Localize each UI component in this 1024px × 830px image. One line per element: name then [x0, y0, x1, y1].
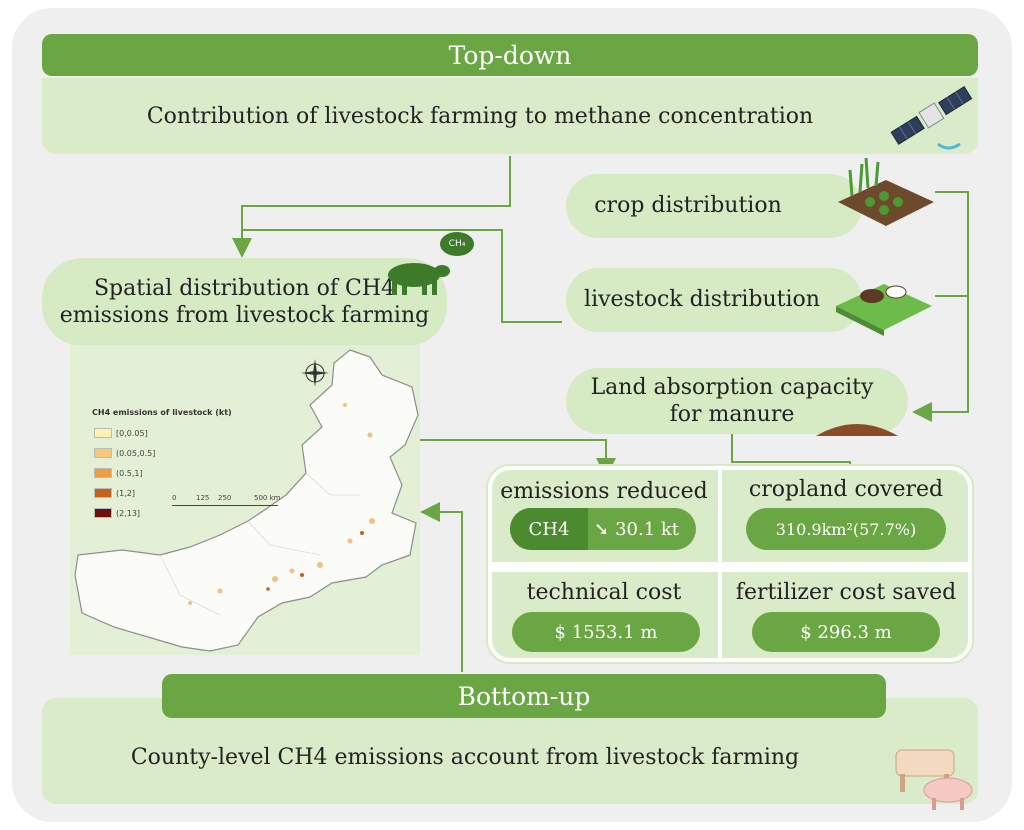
scale-label: 125 — [196, 494, 210, 502]
spatial-line-2: emissions from livestock farming — [59, 303, 430, 328]
land-absorption-line-2: for manure — [669, 402, 795, 427]
emissions-reduced-title: emissions reduced — [500, 479, 708, 504]
legend-item: (1,2] — [94, 488, 135, 498]
ch4-bubble: CH₄ — [440, 232, 474, 256]
top-down-text: Contribution of livestock farming to met… — [42, 78, 978, 154]
legend-label: (2,13] — [116, 508, 141, 518]
legend-swatch — [94, 468, 112, 478]
scale-label: 250 — [218, 494, 232, 502]
legend-swatch — [94, 448, 112, 458]
technical-cost-title: technical cost — [526, 580, 682, 605]
livestock-distribution-box: livestock distribution — [566, 268, 862, 332]
spatial-line-1: Spatial distribution of CH4 — [93, 275, 396, 301]
legend-swatch — [94, 508, 112, 518]
land-absorption-box: Land absorption capacity for manure — [566, 368, 908, 434]
cropland-covered-value: 310.9km²(57.7%) — [746, 508, 946, 550]
down-arrow-icon: ➘ — [594, 518, 610, 540]
legend-label: (0.5,1] — [116, 468, 143, 478]
soil-mound-icon — [816, 424, 898, 436]
crop-field-icon — [838, 157, 934, 226]
map-legend-title: CH4 emissions of livestock (kt) — [92, 408, 232, 417]
legend-item: (0.05,0.5] — [94, 448, 155, 458]
ch4-bubble-label: CH₄ — [448, 239, 466, 249]
legend-label: [0,0.05] — [116, 428, 148, 438]
crop-distribution-box: crop distribution — [566, 174, 862, 238]
legend-label: (1,2] — [116, 488, 135, 498]
satellite-icon — [890, 86, 973, 150]
fertilizer-cost-saved-title: fertilizer cost saved — [735, 580, 957, 605]
legend-swatch — [94, 488, 112, 498]
legend-label: (0.05,0.5] — [116, 448, 156, 458]
scale-label: 500 km — [254, 494, 281, 502]
legend-swatch — [94, 428, 112, 438]
emissions-reduced-amount: 30.1 kt — [615, 518, 680, 540]
technical-cost-value: $ 1553.1 m — [512, 612, 700, 652]
legend-item: (2,13] — [94, 508, 140, 518]
cow-icon — [388, 263, 450, 295]
bottom-up-header: Bottom-up — [162, 674, 886, 718]
livestock-animals-icon — [895, 749, 973, 810]
legend-item: (0.5,1] — [94, 468, 143, 478]
ch4-label: CH4 — [510, 508, 588, 550]
scale-line — [172, 505, 278, 506]
legend-item: [0,0.05] — [94, 428, 148, 438]
scale-label: 0 — [172, 494, 177, 502]
map-shape — [74, 349, 419, 652]
scale-bar: 0 125 250 500 km — [172, 494, 280, 508]
compass-icon — [301, 359, 329, 387]
cropland-covered-title: cropland covered — [748, 477, 944, 502]
spatial-distribution-box: Spatial distribution of CH4 emissions fr… — [42, 258, 447, 346]
emissions-reduced-value: CH4 ➘ 30.1 kt — [510, 508, 696, 550]
land-absorption-line-1: Land absorption capacity — [590, 374, 874, 400]
fertilizer-cost-saved-value: $ 296.3 m — [752, 612, 940, 652]
top-down-header: Top-down — [42, 34, 978, 76]
livestock-field-icon — [836, 284, 932, 336]
